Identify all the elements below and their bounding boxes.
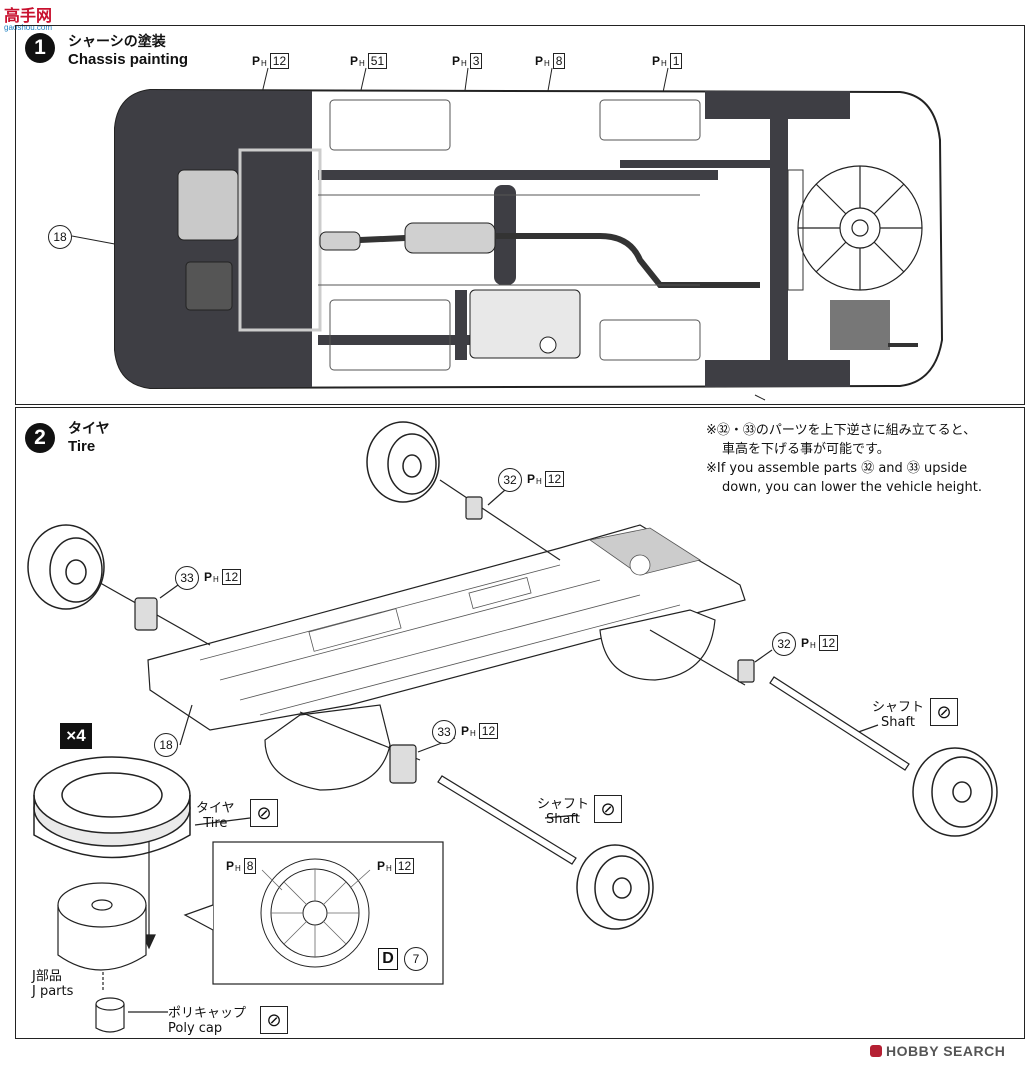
part-32-right: 32 <box>772 632 796 656</box>
decal-d-letter: D <box>378 948 398 970</box>
lowering-note-en-1: ※If you assemble parts ㉜ and ㉝ upside <box>706 461 968 476</box>
decal-number: 7 <box>404 947 428 971</box>
watermark-url: gaoshou.com <box>4 23 53 32</box>
part-33-left: 33 <box>175 566 199 590</box>
chassis-iso-diagram <box>147 524 746 791</box>
step1-title-jp: シャーシの塗装 <box>68 33 166 49</box>
wheel-front-right <box>912 747 998 837</box>
step1-number: 1 <box>25 33 55 63</box>
brand-icon <box>870 1045 882 1057</box>
brand-text: HOBBY SEARCH <box>886 1043 1006 1059</box>
lowering-note-en-2: down, you can lower the vehicle height. <box>722 480 982 495</box>
step2-title-jp: タイヤ <box>68 420 110 436</box>
part-32-top: 32 <box>498 468 522 492</box>
wheel-j-part <box>57 882 147 971</box>
lowering-note-jp-2: 車高を下げる事が可能です。 <box>722 442 890 457</box>
lowering-note: ※㉜・㉝のパーツを上下逆さに組み立てると、 車高を下げる事が可能です。 ※If … <box>706 421 982 497</box>
poly-cap-paint-icon: ⊘ <box>260 1006 288 1034</box>
wheel-front-left <box>366 421 440 503</box>
part-33-bottom: 33 <box>432 720 456 744</box>
step1-title-en: Chassis painting <box>68 51 189 68</box>
wheel-rear-right <box>576 844 654 930</box>
spare-tire-well <box>797 165 923 291</box>
poly-cap <box>95 997 125 1033</box>
part-18-label-step1: 18 <box>48 225 72 249</box>
footer-brand: HOBBY SEARCH <box>870 1043 1005 1059</box>
part-18-label-step2: 18 <box>154 733 178 757</box>
watermark-site: 高手网 <box>4 8 53 25</box>
tire-paint-icon: ⊘ <box>250 799 278 827</box>
tire-exploded <box>33 756 191 859</box>
watermark-logo: 高手网 gaoshou.com <box>4 2 84 32</box>
step1-panel <box>15 25 1025 405</box>
wheel-rear-left <box>27 524 105 610</box>
shaft-paint-icon-bottom: ⊘ <box>594 795 622 823</box>
shaft-paint-icon-right: ⊘ <box>930 698 958 726</box>
step2-number: 2 <box>25 423 55 453</box>
step2-title-en: Tire <box>68 438 96 455</box>
quantity-badge: ×4 <box>60 723 92 749</box>
lowering-note-jp-1: ※㉜・㉝のパーツを上下逆さに組み立てると、 <box>706 423 977 438</box>
